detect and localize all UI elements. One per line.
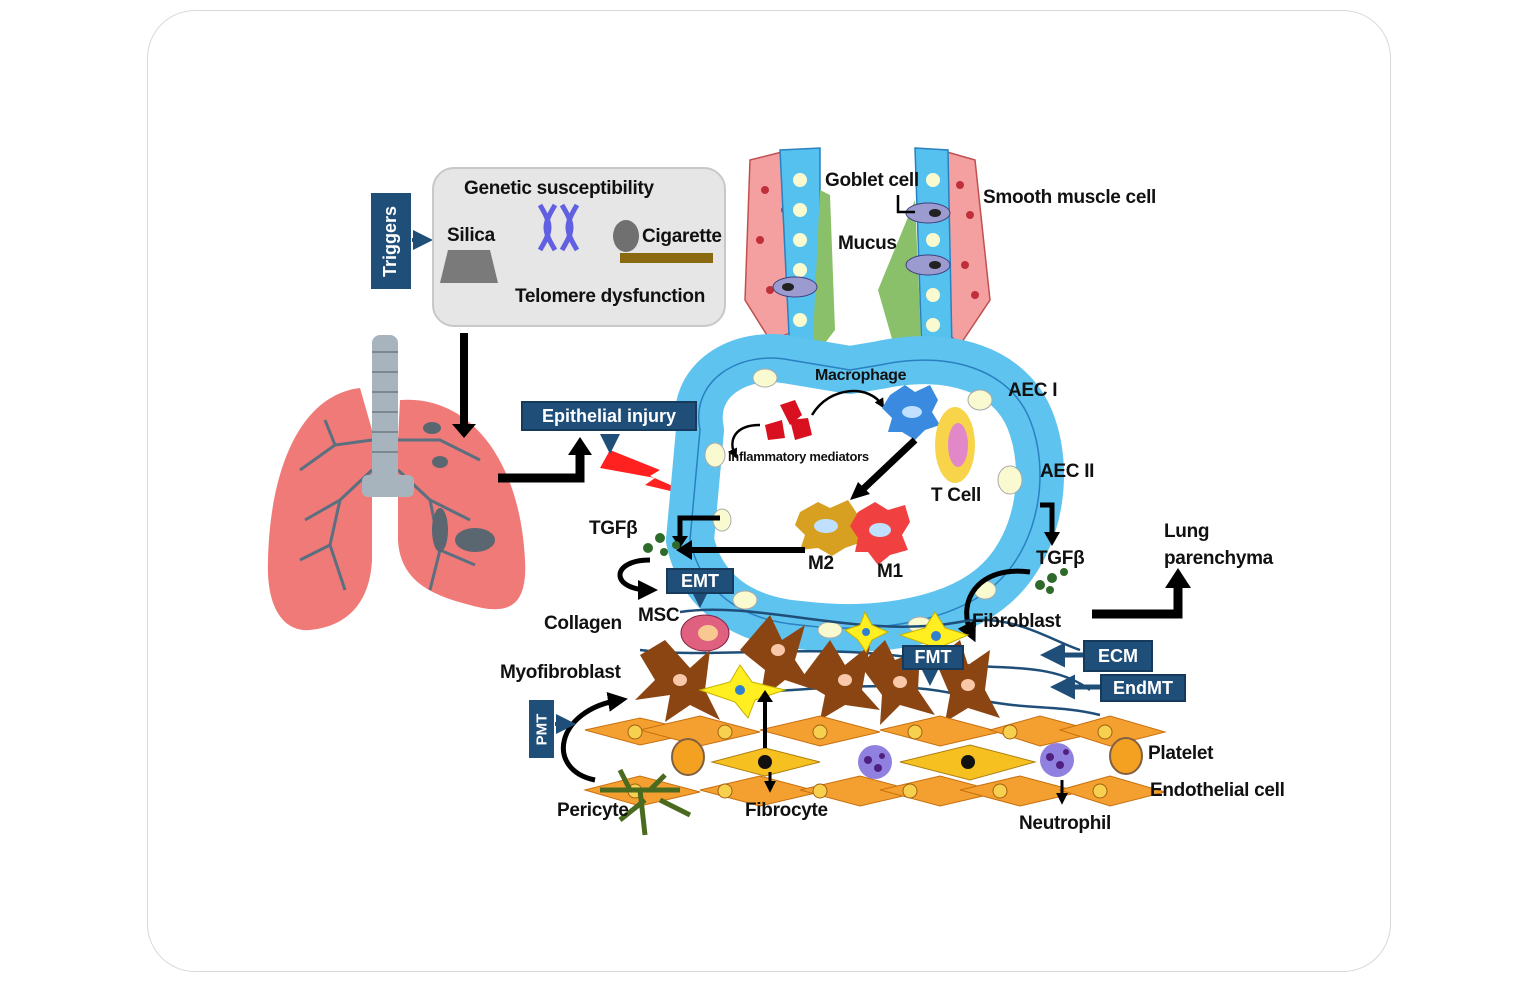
smooth-muscle-right	[878, 147, 991, 360]
tgfb-right-particles	[1035, 568, 1068, 594]
tgfb-right-label: TGFβ	[1036, 548, 1085, 569]
fibrocyte-icon	[710, 744, 1037, 781]
fibroblast-label: Fibroblast	[972, 611, 1061, 632]
lung-to-injury-arrow	[498, 437, 592, 483]
pmt-box: PMT	[529, 700, 554, 758]
myofibroblast-label: Myofibroblast	[500, 662, 621, 683]
inflammatory-mediators-label: Inflammatory mediators	[728, 449, 869, 464]
endothelial-cell-label: Endothelial cell	[1150, 780, 1285, 801]
m1-label: M1	[877, 561, 903, 582]
silica-label: Silica	[447, 225, 495, 246]
collagen-label: Collagen	[544, 613, 622, 634]
goblet-cell-label: Goblet cell	[825, 170, 919, 191]
mucus-label: Mucus	[838, 233, 897, 254]
tgfb-left-particles	[643, 533, 680, 556]
telomere-dysfunction-label: Telomere dysfunction	[515, 286, 706, 307]
aec1-label: AEC I	[1008, 380, 1058, 401]
inflammatory-mediators-icon	[765, 400, 812, 440]
chromosome-icon	[537, 203, 580, 252]
lung-parenchyma-label-line1: Lung	[1164, 521, 1210, 542]
lung-parenchyma-label-line2: parenchyma	[1164, 548, 1273, 569]
ecm-box: ECM	[1083, 640, 1153, 672]
cigarette-icon	[620, 253, 713, 263]
msc-icon	[680, 614, 730, 652]
triggers-panel	[432, 167, 726, 327]
tgfb-left-label: TGFβ	[589, 518, 638, 539]
endothelial-layer	[583, 715, 1167, 807]
injury-bolt-icon	[600, 450, 700, 498]
msc-label: MSC	[638, 605, 680, 626]
triggers-box: Triggers	[371, 193, 411, 289]
smoke-icon	[613, 220, 639, 252]
genetic-susceptibility-label: Genetic susceptibility	[464, 178, 654, 199]
t-cell-label: T Cell	[931, 485, 981, 506]
aec2-label: AEC II	[1040, 461, 1095, 482]
platelet-label: Platelet	[1148, 743, 1214, 764]
emt-box: EMT	[666, 568, 734, 594]
trigger-arrow	[452, 333, 476, 438]
pericyte-label: Pericyte	[557, 800, 629, 821]
fmt-box: FMT	[902, 645, 964, 670]
neutrophil-icons	[858, 743, 1074, 779]
platelet-icons	[671, 737, 1143, 776]
m2-macrophage-icon	[795, 500, 862, 556]
t-cell-icon	[935, 407, 975, 483]
epithelial-injury-box: Epithelial injury	[521, 401, 697, 431]
m1-macrophage-icon	[850, 502, 910, 565]
macrophage-label: Macrophage	[815, 367, 907, 384]
endmt-box: EndMT	[1100, 674, 1186, 702]
cigarette-label: Cigarette	[642, 226, 722, 247]
smooth-muscle-cell-label: Smooth muscle cell	[983, 187, 1157, 208]
fibrocyte-label: Fibrocyte	[745, 800, 828, 821]
parenchyma-arrow	[1092, 568, 1191, 619]
m2-label: M2	[808, 553, 834, 574]
neutrophil-label: Neutrophil	[1019, 813, 1111, 834]
macrophage-icon	[882, 385, 940, 440]
lungs-icon	[267, 335, 526, 631]
pericyte-icon	[600, 768, 692, 836]
